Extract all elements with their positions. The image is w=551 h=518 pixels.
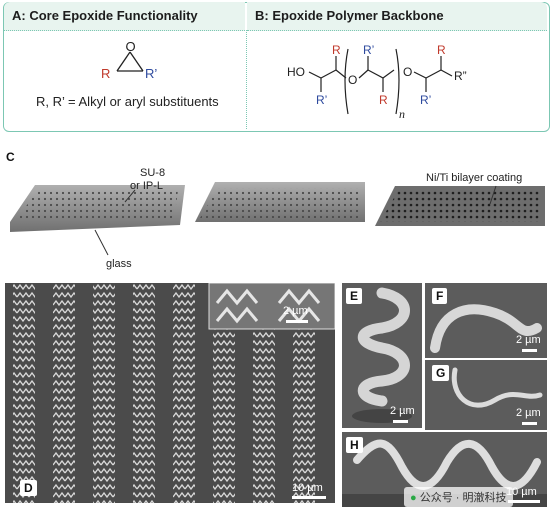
panel-f-label: F — [432, 288, 448, 304]
watermark-text: 公众号 · 明澈科技 — [419, 492, 507, 504]
panel-c-label: C — [6, 150, 15, 164]
panel-d-inset-scale: 2 µm — [283, 305, 308, 317]
panel-d-label: D — [20, 480, 37, 496]
panel-h-label: H — [346, 437, 363, 453]
polymer-backbone-structure: HO R R’ O R’ R n O R R’ R” — [287, 43, 467, 121]
panel-e-scale: 2 µm — [390, 405, 415, 417]
su8-label: SU-8 — [140, 167, 166, 179]
panel-divider — [246, 30, 247, 129]
substituent-caption: R, R’ = Alkyl or aryl substituents — [36, 94, 219, 109]
panel-h-scale: 10 µm — [506, 486, 537, 498]
panel-b-header: B: Epoxide Polymer Backbone — [247, 2, 547, 31]
panel-a-title: A: Core Epoxide Functionality — [12, 8, 198, 23]
backbone-r1: R — [332, 43, 341, 57]
panel-d-inset-scale-bar — [286, 320, 308, 323]
backbone-r2: R — [379, 93, 388, 107]
panel-b-title: B: Epoxide Polymer Backbone — [255, 8, 444, 23]
ipl-label: or IP-L — [130, 180, 164, 192]
backbone-o1: O — [348, 73, 357, 87]
epoxide-o: O — [126, 39, 136, 54]
watermark: ● 公众号 · 明澈科技 — [404, 487, 513, 507]
backbone-n: n — [399, 107, 405, 121]
panel-g-scale: 2 µm — [516, 407, 541, 419]
panel-f-scale: 2 µm — [516, 334, 541, 346]
backbone-r2p: R’ — [363, 43, 374, 57]
epoxide-r: R — [101, 66, 110, 81]
panel-c-illustrations — [10, 182, 545, 256]
backbone-r1p: R’ — [316, 93, 327, 107]
backbone-r3p: R’ — [420, 93, 431, 107]
wechat-icon: ● — [410, 492, 417, 504]
backbone-r3: R — [437, 43, 446, 57]
panel-g-label: G — [432, 365, 450, 381]
panel-a-header: A: Core Epoxide Functionality — [4, 2, 245, 31]
panel-e-sem-image — [342, 283, 422, 428]
panel-e-label: E — [346, 288, 363, 304]
coating-label: Ni/Ti bilayer coating — [426, 172, 523, 184]
panel-d-scale: 10 µm — [292, 482, 323, 494]
backbone-o2: O — [403, 65, 412, 79]
epoxide-structure: O R R’ — [101, 39, 157, 81]
backbone-ho: HO — [287, 65, 305, 79]
panel-e-scale-bar — [393, 420, 408, 423]
epoxide-r-prime: R’ — [145, 66, 157, 81]
panel-d-sem-image — [5, 283, 335, 503]
glass-label: glass — [106, 258, 132, 270]
panel-d-scale-bar — [292, 496, 326, 499]
panel-f-scale-bar — [522, 349, 537, 352]
panel-h-scale-bar — [508, 500, 540, 503]
panel-g-scale-bar — [522, 422, 537, 425]
backbone-r-double: R” — [454, 69, 467, 83]
